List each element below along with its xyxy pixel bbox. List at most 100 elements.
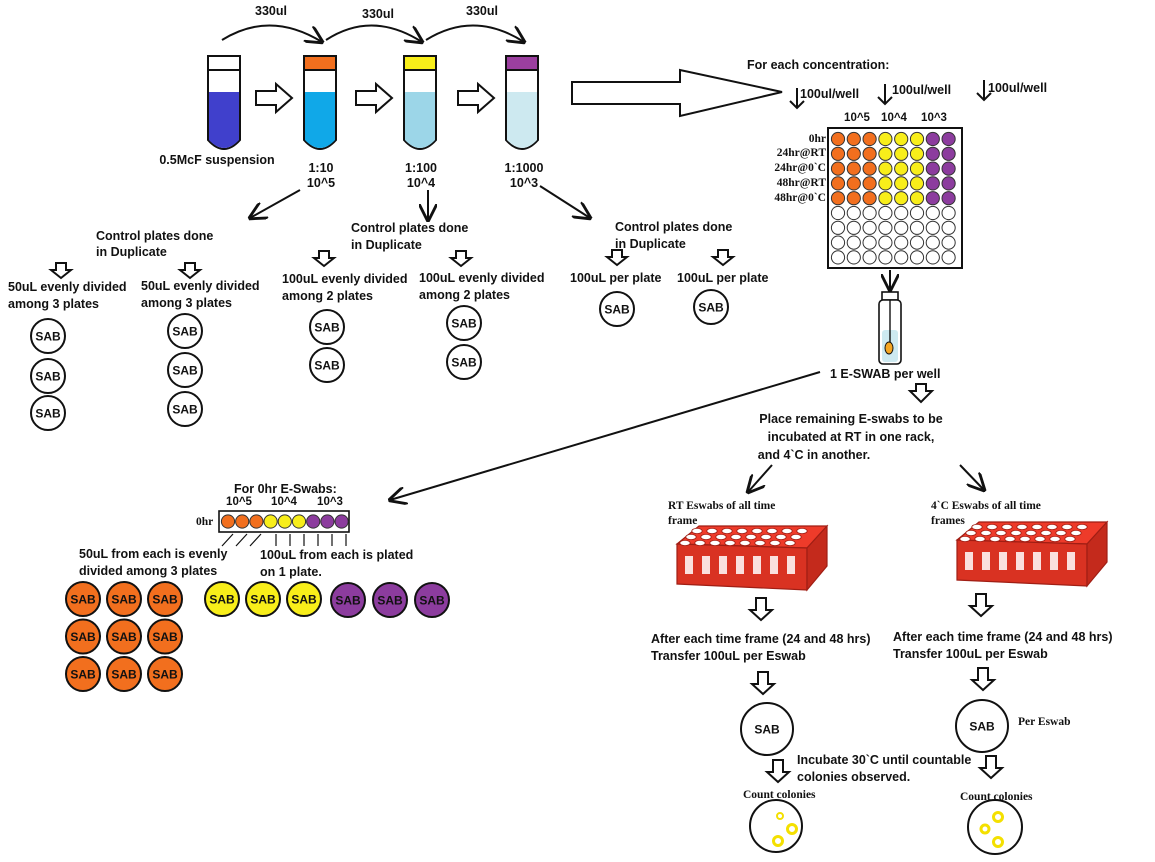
zero-hr-plate-orange: SAB	[65, 581, 101, 617]
incubate-1: Incubate 30`C until countable	[797, 753, 972, 767]
plate-label: SAB	[152, 668, 178, 682]
zero-hr-plate-orange: SAB	[106, 656, 142, 692]
well-plate-heading: For each concentration:	[747, 58, 890, 72]
transfer-volume-1: 330ul	[255, 4, 287, 18]
control-group-6-text1: 100uL per plate	[677, 271, 769, 285]
well	[894, 205, 909, 221]
well	[878, 176, 893, 191]
well	[909, 191, 925, 206]
tube-stock-label: 0.5McF suspension	[159, 153, 275, 167]
plate-label: SAB	[335, 594, 361, 608]
zero-hr-row-label: 0hr	[196, 516, 214, 528]
control-group-4-text2: among 2 plates	[419, 288, 510, 302]
plate-label: SAB	[70, 630, 96, 644]
well-row-24rt: 24hr@RT	[776, 147, 826, 159]
control-heading-2b: in Duplicate	[351, 238, 422, 252]
control-group-5-text1: 100uL per plate	[570, 271, 662, 285]
plate-label: SAB	[172, 325, 198, 339]
strip-well	[249, 514, 264, 529]
eswab-instruction-3: and 4`C in another.	[757, 448, 871, 462]
well	[846, 235, 861, 250]
well-volume-1: 100ul/well	[800, 87, 860, 101]
plate-label: SAB	[70, 593, 96, 607]
strip-well	[291, 514, 307, 529]
plate-label: SAB	[70, 668, 96, 682]
transfer-plate-cold: SAB	[955, 699, 1009, 753]
control-plate: SAB	[167, 352, 203, 388]
well	[830, 176, 846, 191]
strip-well	[220, 514, 236, 529]
well	[909, 250, 925, 265]
plate-label: SAB	[451, 317, 477, 331]
plate-label: SAB	[111, 668, 137, 682]
plate-label: SAB	[152, 593, 178, 607]
plate-label: SAB	[291, 593, 317, 607]
well	[941, 161, 956, 176]
well	[830, 146, 846, 161]
well	[862, 235, 877, 250]
zero-hr-plate-orange: SAB	[65, 618, 101, 655]
block-arrow-3	[457, 81, 496, 115]
zero-hr-plate-purple: SAB	[372, 582, 408, 618]
strip-well	[334, 514, 349, 529]
strip-well	[263, 514, 278, 529]
well	[925, 176, 940, 191]
transfer-arc-2	[325, 24, 422, 42]
plate-label: SAB	[314, 359, 340, 373]
well	[862, 205, 877, 221]
zero-hr-plate-orange: SAB	[147, 581, 183, 617]
control-group-1-text2: among 3 plates	[8, 297, 99, 311]
well	[862, 220, 877, 235]
well	[830, 235, 846, 250]
strip-well	[320, 514, 335, 529]
colony-plate-rt	[749, 799, 803, 853]
control-heading-1a: Control plates done	[96, 229, 214, 243]
control-plate: SAB	[309, 309, 345, 345]
well	[830, 131, 846, 147]
well	[925, 250, 940, 265]
well	[941, 191, 956, 206]
control-plate: SAB	[30, 358, 66, 394]
control-plate: SAB	[167, 391, 203, 427]
zero-hr-conc-2: 10^4	[271, 496, 297, 508]
transfer-volume-2: 330ul	[362, 7, 394, 21]
rack-cold-label-1: 4`C Eswabs of all time	[931, 500, 1041, 512]
plate-label: SAB	[172, 403, 198, 417]
plate-label: SAB	[35, 370, 61, 384]
well	[941, 205, 956, 221]
zero-hr-plate-purple: SAB	[414, 582, 450, 618]
plate-label: SAB	[35, 330, 61, 344]
zero-hr-note-b-1: 100uL from each is plated	[260, 548, 414, 562]
plate-label: SAB	[111, 630, 137, 644]
well	[846, 176, 861, 191]
well	[862, 146, 877, 161]
zero-hr-plate-purple: SAB	[330, 582, 366, 618]
well	[941, 131, 956, 147]
well	[862, 131, 877, 147]
well-row-48c: 48hr@0`C	[774, 192, 826, 204]
transfer-plate-rt: SAB	[740, 702, 794, 756]
well	[941, 250, 956, 265]
well	[846, 220, 861, 235]
well	[862, 161, 877, 176]
incubate-2: colonies observed.	[797, 770, 911, 784]
well	[830, 161, 846, 176]
rt-after-1: After each time frame (24 and 48 hrs)	[651, 632, 871, 646]
plate-label: SAB	[451, 356, 477, 370]
zero-hr-wells	[220, 514, 349, 529]
tube-2-exp: 10^4	[406, 176, 436, 190]
well	[862, 191, 877, 206]
well	[846, 131, 861, 147]
zero-hr-plate-orange: SAB	[147, 656, 183, 692]
control-heading-1b: in Duplicate	[96, 245, 167, 259]
well	[941, 176, 956, 191]
well-row-48rt: 48hr@RT	[776, 177, 826, 189]
zero-hr-plate-orange: SAB	[65, 656, 101, 692]
well	[941, 220, 956, 235]
control-heading-2a: Control plates done	[351, 221, 469, 235]
well	[830, 220, 846, 235]
well	[894, 250, 909, 265]
plate-label: SAB	[377, 594, 403, 608]
tube-1-ratio: 1:10	[308, 161, 334, 175]
zero-hr-conc-1: 10^5	[226, 496, 252, 508]
